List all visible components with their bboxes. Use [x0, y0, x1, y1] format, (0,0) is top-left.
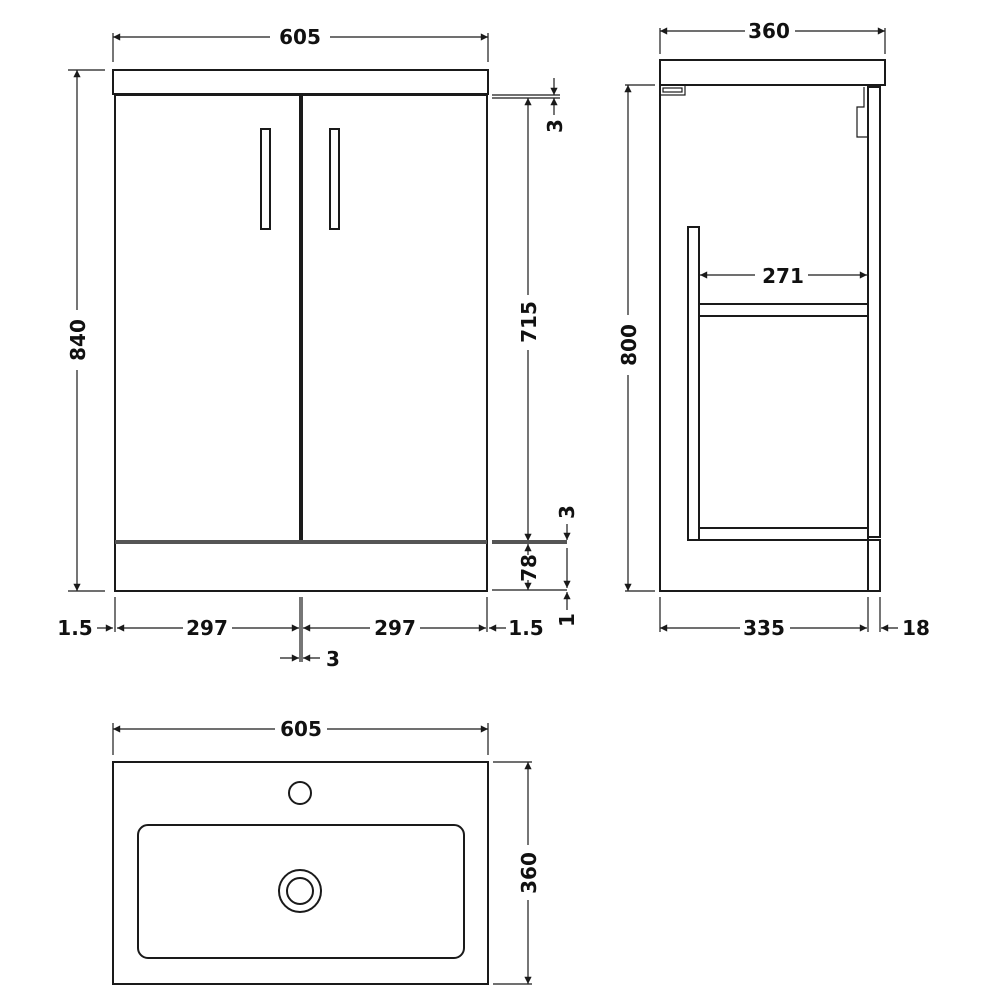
tap-hole — [288, 781, 312, 805]
dim-basin-width: 605 — [280, 717, 322, 741]
waste-outlet-inner — [286, 877, 314, 905]
dim-top-gap: 3 — [543, 119, 567, 133]
dim-right-margin: 1.5 — [508, 616, 543, 640]
basin-top-front — [112, 69, 489, 95]
hinge-bracket — [856, 87, 868, 138]
cabinet-body-side — [659, 84, 869, 592]
dim-left-door-width: 297 — [186, 616, 228, 640]
dim-shelf-depth: 271 — [762, 264, 804, 288]
shelf — [698, 303, 869, 317]
base-panel — [698, 527, 869, 541]
side-view: 360 800 271 335 18 — [617, 19, 930, 640]
dim-door-height: 715 — [517, 301, 541, 343]
basin-bowl — [137, 824, 465, 959]
waste-outlet-outer — [278, 869, 322, 913]
right-door-handle — [329, 128, 340, 230]
dim-carcass-height: 800 — [617, 324, 641, 366]
dim-plinth-height: 78 — [517, 554, 541, 582]
door-profile-lower — [867, 539, 881, 592]
dim-basin-depth: 360 — [517, 852, 541, 894]
dim-door-thickness: 18 — [902, 616, 930, 640]
dim-floor-gap: 1 — [555, 613, 579, 627]
front-view: 605 840 3 715 3 78 1 1.5 297 — [57, 25, 579, 671]
door-profile-upper — [867, 86, 881, 538]
dim-carcass-depth: 335 — [743, 616, 785, 640]
dim-overall-height: 840 — [66, 319, 90, 361]
overflow-fitting — [659, 84, 686, 96]
dim-overall-width: 605 — [279, 25, 321, 49]
basin-outline — [112, 761, 489, 985]
back-panel — [687, 226, 700, 541]
dim-left-margin: 1.5 — [57, 616, 92, 640]
dim-overall-depth: 360 — [748, 19, 790, 43]
dim-door-gap: 3 — [326, 647, 340, 671]
dim-right-door-width: 297 — [374, 616, 416, 640]
dim-plinth-gap: 3 — [555, 505, 579, 519]
basin-top-side — [659, 59, 886, 86]
top-view: 605 360 — [112, 717, 541, 985]
left-door-handle — [260, 128, 271, 230]
